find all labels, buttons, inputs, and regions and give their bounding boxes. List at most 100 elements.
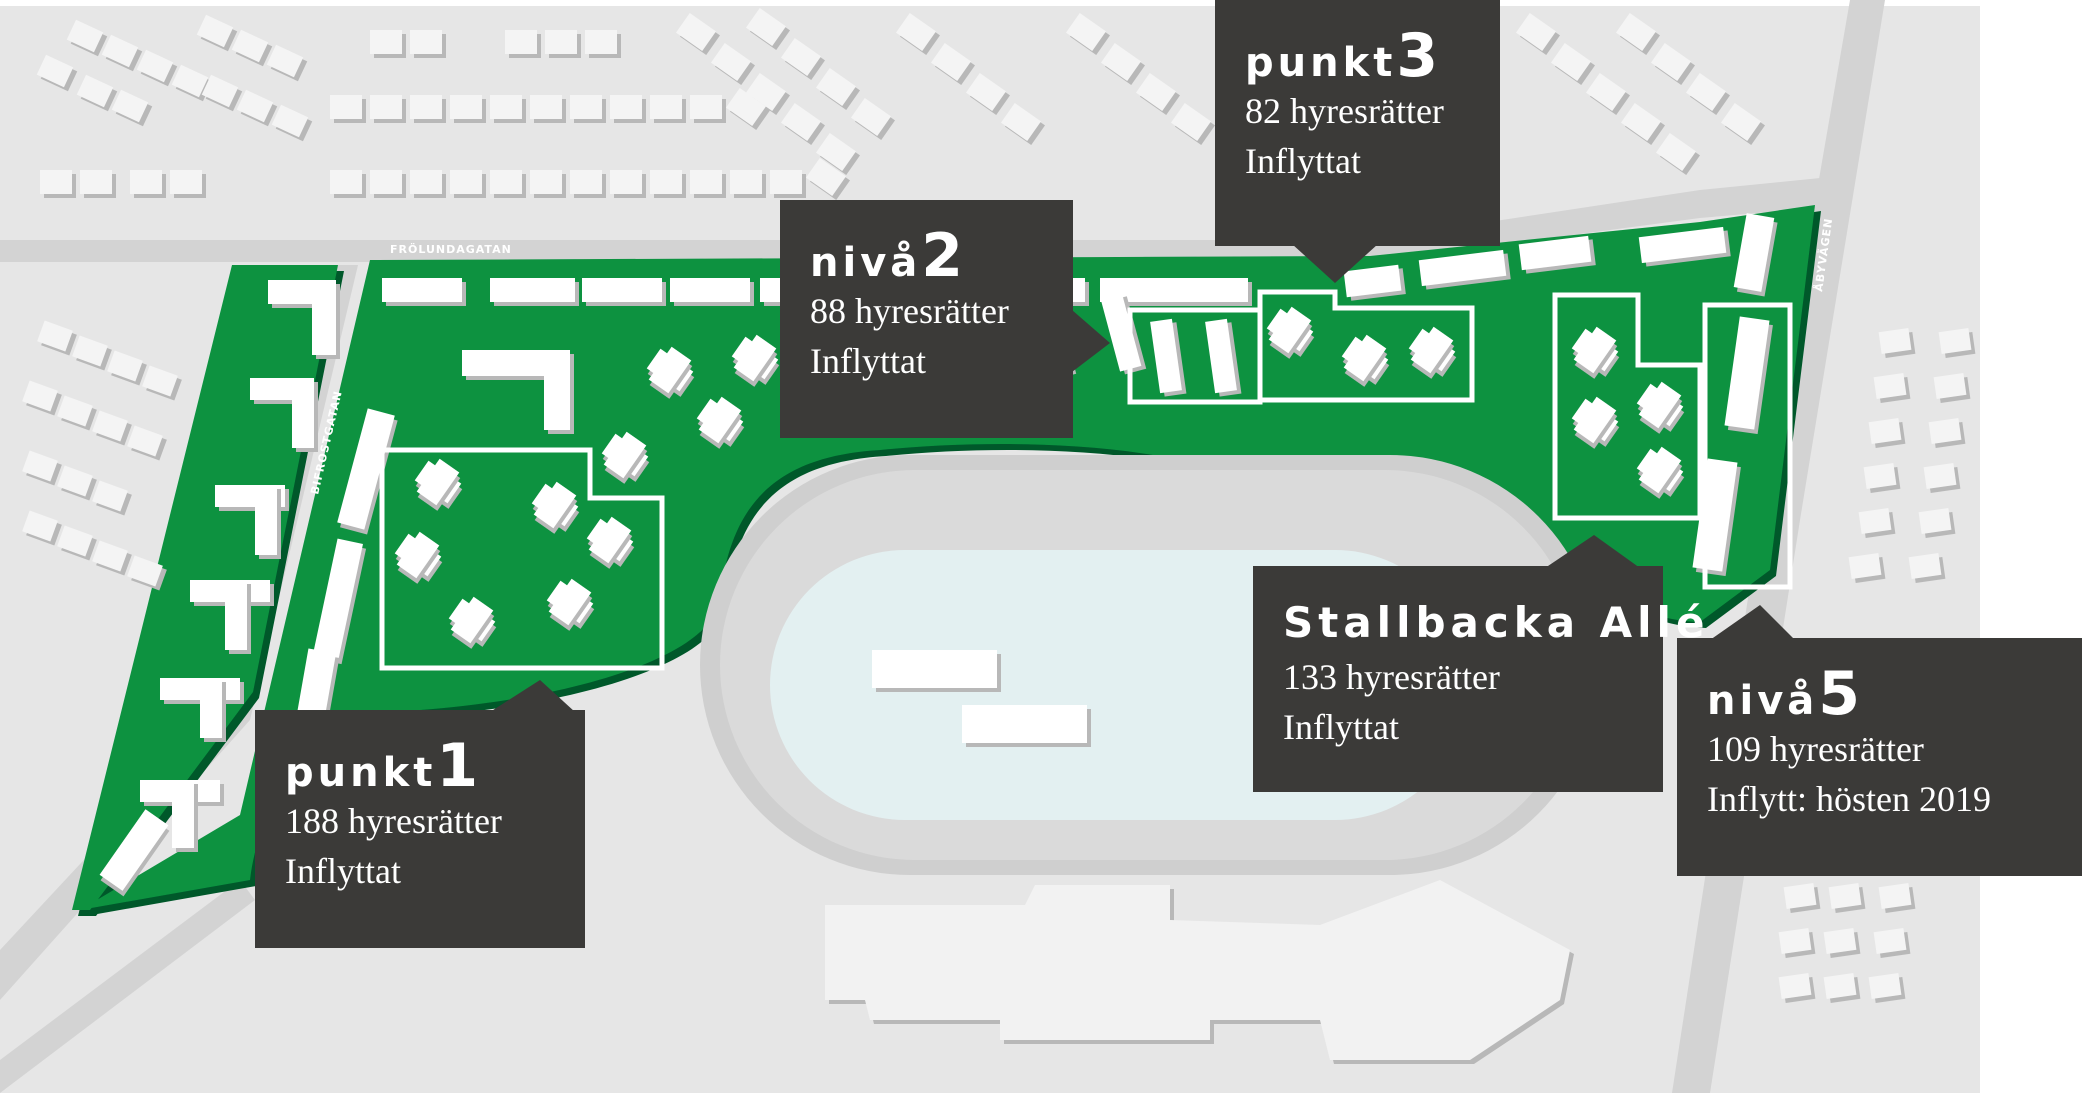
house [730, 170, 762, 194]
house [57, 525, 93, 557]
callout-status: Inflytt: hösten 2019 [1707, 779, 1991, 819]
point-house [416, 458, 460, 506]
pointer-niva2 [1072, 310, 1110, 372]
house [271, 104, 309, 138]
callout-status: Inflyttat [1245, 141, 1361, 181]
slab-building [582, 278, 662, 302]
house [127, 425, 163, 457]
house [781, 102, 821, 142]
house [545, 30, 577, 54]
point-house [733, 334, 777, 382]
callout-number: 1 [436, 731, 479, 801]
house [1721, 102, 1761, 142]
house [816, 132, 856, 172]
callout-niva2: nivå2 88 hyresrätter Inflyttat [780, 200, 1073, 438]
context-buildings [22, 7, 1972, 999]
house [142, 365, 178, 397]
house [450, 170, 482, 194]
house [816, 67, 856, 107]
house [1616, 12, 1656, 52]
house [490, 170, 522, 194]
house [851, 97, 891, 137]
callout-number: 5 [1818, 659, 1861, 729]
house [610, 170, 642, 194]
stadium-complex [825, 880, 1570, 1060]
house [410, 95, 442, 119]
house [170, 170, 202, 194]
house [92, 540, 128, 572]
house [1928, 418, 1962, 444]
house [1873, 928, 1907, 954]
house [1923, 463, 1957, 489]
house [966, 72, 1006, 112]
row-building [172, 780, 194, 848]
house [806, 157, 846, 197]
house [570, 170, 602, 194]
house [22, 450, 58, 482]
point-house [396, 531, 440, 579]
house [726, 87, 766, 127]
house [370, 95, 402, 119]
point-house [1573, 396, 1617, 444]
pointer-stallbacka [1545, 535, 1640, 568]
house [1848, 553, 1882, 579]
house [92, 480, 128, 512]
point-house [548, 578, 592, 626]
house [1828, 883, 1862, 909]
point-house [1638, 381, 1682, 429]
point-house [603, 431, 647, 479]
house [1101, 42, 1141, 82]
house [1868, 973, 1902, 999]
callout-punkt3: punkt3 82 hyresrätter Inflyttat [1215, 0, 1500, 246]
house [76, 74, 114, 108]
house [505, 30, 537, 54]
house [1878, 328, 1912, 354]
callout-units: 88 hyresrätter [810, 291, 1009, 331]
l-building [544, 350, 570, 430]
house [72, 335, 108, 367]
house [1863, 463, 1897, 489]
slab-building [337, 408, 395, 530]
callout-number: 3 [1396, 21, 1439, 91]
house [650, 170, 682, 194]
road-lower-left [0, 880, 255, 1093]
house [1878, 883, 1912, 909]
slab-building [99, 809, 169, 891]
house [1516, 12, 1556, 52]
point-house [1573, 326, 1617, 374]
slab-building [1638, 226, 1727, 264]
pointer-niva5 [1710, 605, 1795, 640]
plot-punkt1 [379, 447, 665, 671]
row-building [255, 485, 277, 555]
callout-title: punkt3 [1245, 26, 1470, 86]
callout-units: 109 hyresrätter [1707, 729, 1924, 769]
plot-outlines [379, 289, 1793, 671]
house [770, 170, 802, 194]
house [1066, 12, 1106, 52]
callout-word: nivå [810, 240, 922, 286]
callout-pointers [490, 244, 1795, 712]
point-house [698, 396, 742, 444]
house [266, 44, 304, 78]
plot-niva5 [1702, 302, 1793, 590]
slab-building [1724, 316, 1770, 430]
callout-title: nivå2 [810, 226, 1043, 286]
callout-status: Inflyttat [285, 851, 401, 891]
house [111, 89, 149, 123]
house [1171, 102, 1211, 142]
house [66, 19, 104, 53]
callout-units: 133 hyresrätter [1283, 657, 1500, 697]
slab-building [1205, 318, 1237, 394]
point-house [450, 596, 494, 644]
house [127, 555, 163, 587]
house [236, 89, 274, 123]
callout-word: nivå [1707, 678, 1819, 724]
house [136, 49, 174, 83]
house [410, 30, 442, 54]
row-building [312, 280, 336, 355]
house [1873, 373, 1907, 399]
house [1586, 72, 1626, 112]
street-frolundagatan: FRÖLUNDAGATAN [390, 242, 512, 256]
slab-building [1733, 213, 1775, 292]
